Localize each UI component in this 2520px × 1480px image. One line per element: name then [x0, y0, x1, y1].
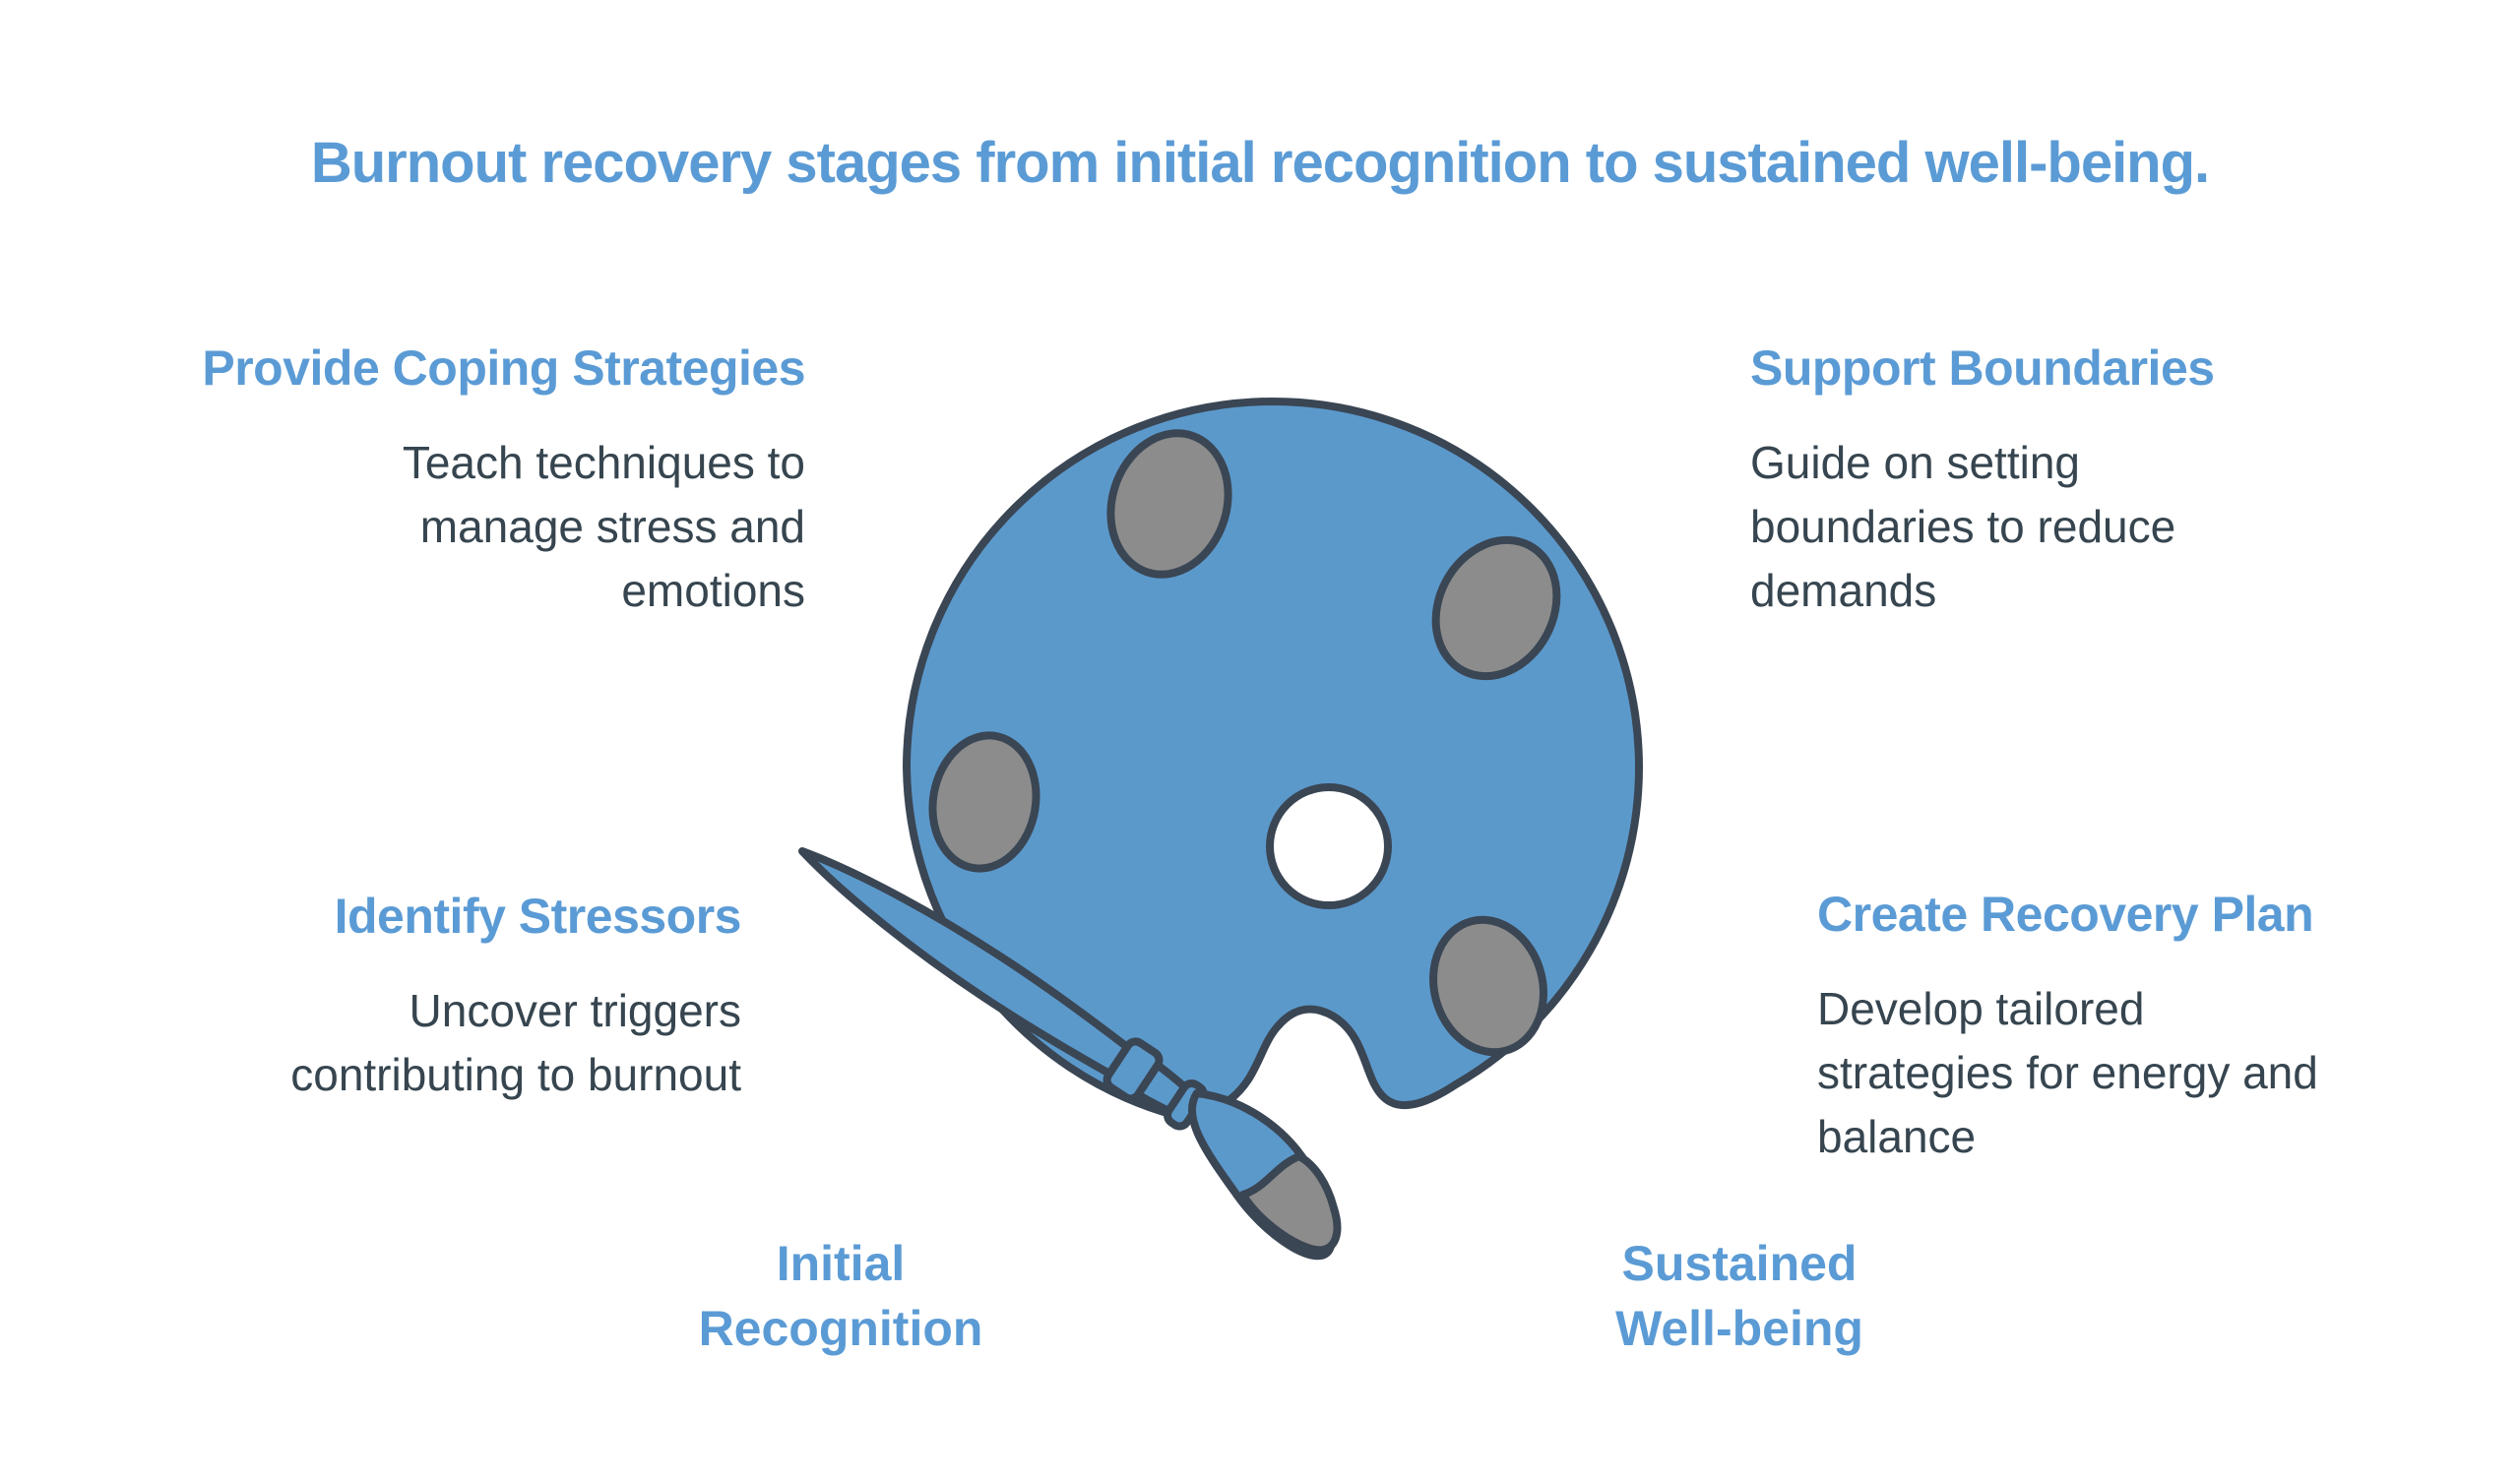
paint-blob-bottom-right [1429, 915, 1547, 1057]
stage-body: Guide on setting boundaries to reduce de… [1750, 437, 2176, 616]
stage-heading: Support Boundaries [1750, 340, 2215, 396]
paint-blob-top-left [1106, 429, 1232, 579]
stage-block-coping-strategies: Provide Coping Strategies Teach techniqu… [202, 339, 805, 623]
stage-block-support-boundaries: Support Boundaries Guide on setting boun… [1750, 339, 2215, 623]
stage-block-create-recovery-plan: Create Recovery Plan Develop tailored st… [1817, 885, 2318, 1169]
page-title: Burnout recovery stages from initial rec… [310, 131, 2210, 195]
stage-heading: Provide Coping Strategies [202, 340, 805, 396]
bottom-label-sustained-well-being: Sustained Well-being [1615, 1236, 1863, 1356]
paint-palette-with-brush-icon [798, 398, 1643, 1261]
stage-heading: Create Recovery Plan [1817, 887, 2314, 942]
bottom-label-initial-recognition: Initial Recognition [698, 1236, 983, 1356]
stage-body: Uncover triggers contributing to burnout [290, 985, 741, 1100]
stage-body: Teach techniques to manage stress and em… [402, 437, 805, 616]
thumb-hole [1266, 783, 1392, 909]
paintbrush [798, 847, 1342, 1261]
stage-block-identify-stressors: Identify Stressors Uncover triggers cont… [290, 887, 741, 1107]
paint-blob-left [928, 731, 1040, 873]
paint-tip [1238, 1152, 1342, 1255]
paint-blob-top-right [1431, 535, 1561, 681]
stage-heading: Identify Stressors [334, 889, 742, 944]
stage-body: Develop tailored strategies for energy a… [1817, 983, 2318, 1162]
